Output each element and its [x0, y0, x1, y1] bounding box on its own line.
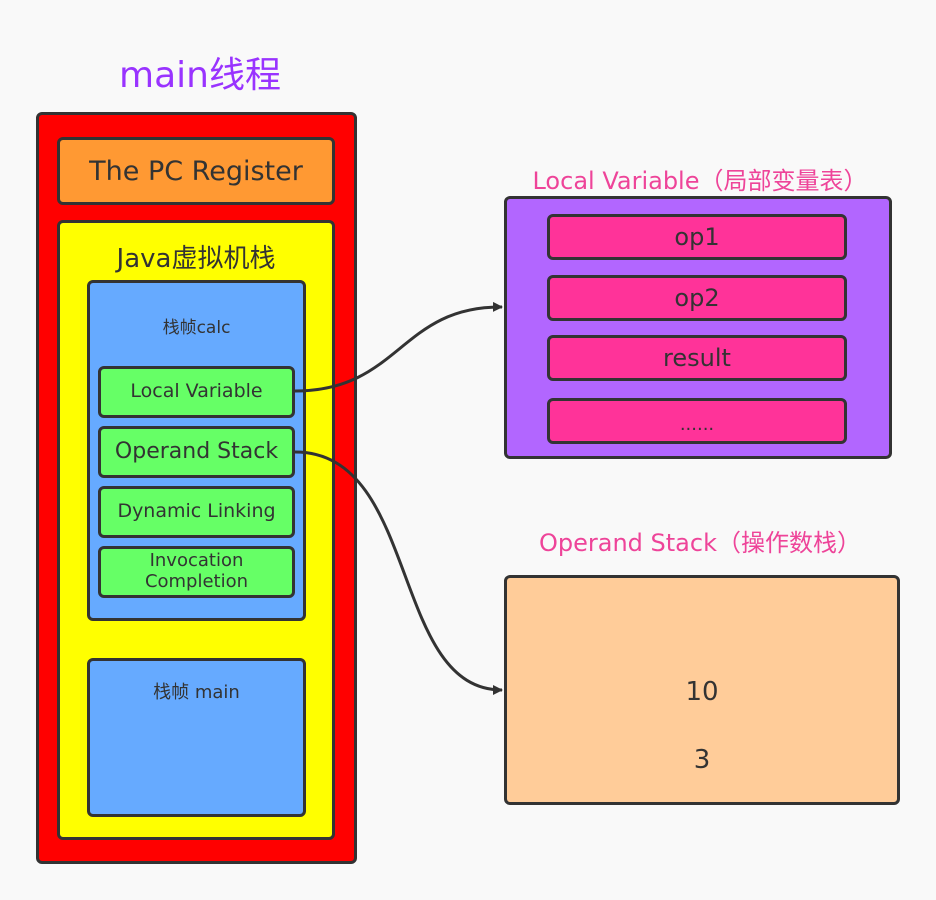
frame-section-local-variable: Local Variable [98, 366, 295, 418]
local-variable-slot: ...... [547, 398, 847, 444]
operand-stack-value: 10 [685, 677, 719, 707]
frame-section-operand-stack: Operand Stack [98, 426, 295, 478]
arrow-to-local-variable [294, 301, 503, 393]
arrow-to-operand-stack [294, 450, 503, 695]
diagram-title: main线程 [119, 55, 281, 96]
frame-section-invocation-completion: Invocation Completion [98, 546, 295, 598]
operand-stack-value: 3 [693, 745, 711, 775]
operand-stack-box [504, 575, 900, 805]
stack-frame-main-label: 栈帧 main [153, 682, 240, 703]
local-variable-slot: result [547, 335, 847, 381]
stack-frame-calc-label: 栈帧calc [162, 317, 231, 338]
jvm-stack-label: Java虚拟机栈 [116, 243, 276, 274]
stack-frame-main [87, 658, 306, 817]
local-variable-slot: op1 [547, 214, 847, 260]
local-variable-slot: op2 [547, 275, 847, 321]
frame-section-dynamic-linking: Dynamic Linking [98, 486, 295, 538]
pc-register-box: The PC Register [57, 137, 335, 205]
operand-stack-title: Operand Stack（操作数栈） [539, 528, 861, 557]
local-variable-title: Local Variable（局部变量表） [532, 166, 868, 195]
